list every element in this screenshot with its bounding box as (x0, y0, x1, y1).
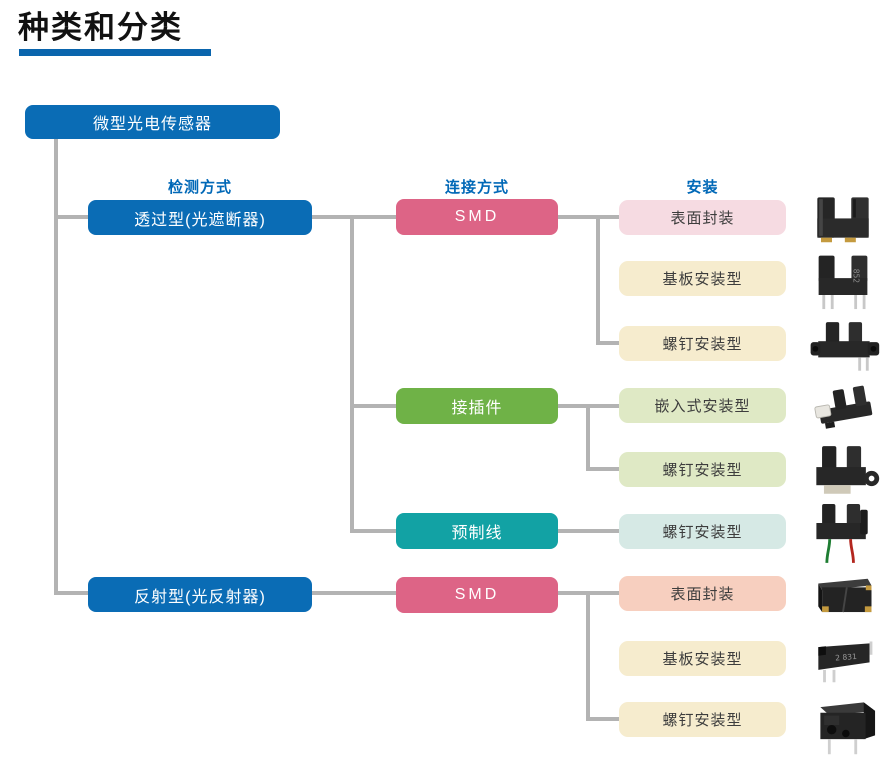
connector-line (312, 215, 396, 219)
connector-line (586, 591, 590, 721)
slot-sensor-screw-ear-connector-icon (816, 446, 880, 494)
product-photo-slot-prewired (803, 500, 883, 565)
node-connector-type: 接插件 (396, 388, 558, 424)
connector-line (586, 467, 619, 471)
page-title: 种类和分类 (18, 10, 183, 45)
product-photo-reflective-box (803, 692, 883, 758)
mount-screw-mount-2: 螺钉安装型 (619, 452, 786, 487)
node-smd-2: SMD (396, 577, 558, 613)
mount-screw-mount-3: 螺钉安装型 (619, 514, 786, 549)
reflective-pcb-pins-icon: 2 831 (818, 641, 873, 683)
connector-line (596, 341, 619, 345)
column-header-detection: 检测方式 (167, 179, 232, 196)
slot-sensor-snap-in-connector-icon (814, 385, 873, 429)
product-photo-slot-screw (803, 316, 883, 374)
column-header-connection: 连接方式 (444, 179, 509, 196)
product-photo-reflective-pcb: 2 831 (803, 632, 883, 687)
connector-line (586, 717, 619, 721)
slot-sensor-pcb-pins-icon: 852 (818, 255, 868, 310)
connector-line (350, 529, 396, 533)
node-root-micro-photoelectric-sensor: 微型光电传感器 (25, 105, 280, 139)
slot-sensor-screw-tabs-icon (810, 322, 880, 371)
title-underline (19, 49, 211, 56)
svg-text:2 831: 2 831 (835, 652, 857, 663)
product-photo-slot-smd (803, 190, 883, 245)
product-photo-slot-screw-connector (803, 440, 883, 498)
mount-surface-package-1: 表面封装 (619, 200, 786, 235)
connector-line (558, 529, 619, 533)
node-reflective-type: 反射型(光反射器) (88, 577, 312, 612)
connector-line (350, 404, 396, 408)
mount-screw-mount-1: 螺钉安装型 (619, 326, 786, 361)
connector-line (596, 215, 600, 345)
mount-board-mount-1: 基板安装型 (619, 261, 786, 296)
connector-line (350, 215, 354, 533)
mount-screw-mount-4: 螺钉安装型 (619, 702, 786, 737)
mount-board-mount-2: 基板安装型 (619, 641, 786, 676)
node-smd-1: SMD (396, 199, 558, 235)
connector-line (54, 591, 88, 595)
reflective-box-pins-icon (820, 702, 876, 755)
connector-line (586, 404, 590, 471)
mount-surface-package-2: 表面封装 (619, 576, 786, 611)
node-prewired-type: 预制线 (396, 513, 558, 549)
connector-line (54, 215, 88, 219)
product-photo-reflective-smd (803, 570, 883, 618)
product-photo-slot-pcb: 852 (803, 250, 883, 310)
slot-sensor-surface-mount-icon (817, 197, 869, 243)
product-photo-connector-type (803, 380, 883, 432)
reflective-smd-chip-icon (818, 578, 872, 613)
connector-line (54, 139, 58, 595)
mount-snap-in: 嵌入式安装型 (619, 388, 786, 423)
column-header-mounting: 安装 (686, 179, 719, 196)
svg-text:852: 852 (851, 269, 860, 284)
connector-line (312, 591, 396, 595)
node-through-beam-type: 透过型(光遮断器) (88, 200, 312, 235)
slot-sensor-pre-wired-icon (816, 504, 868, 563)
connector-line (558, 215, 619, 219)
